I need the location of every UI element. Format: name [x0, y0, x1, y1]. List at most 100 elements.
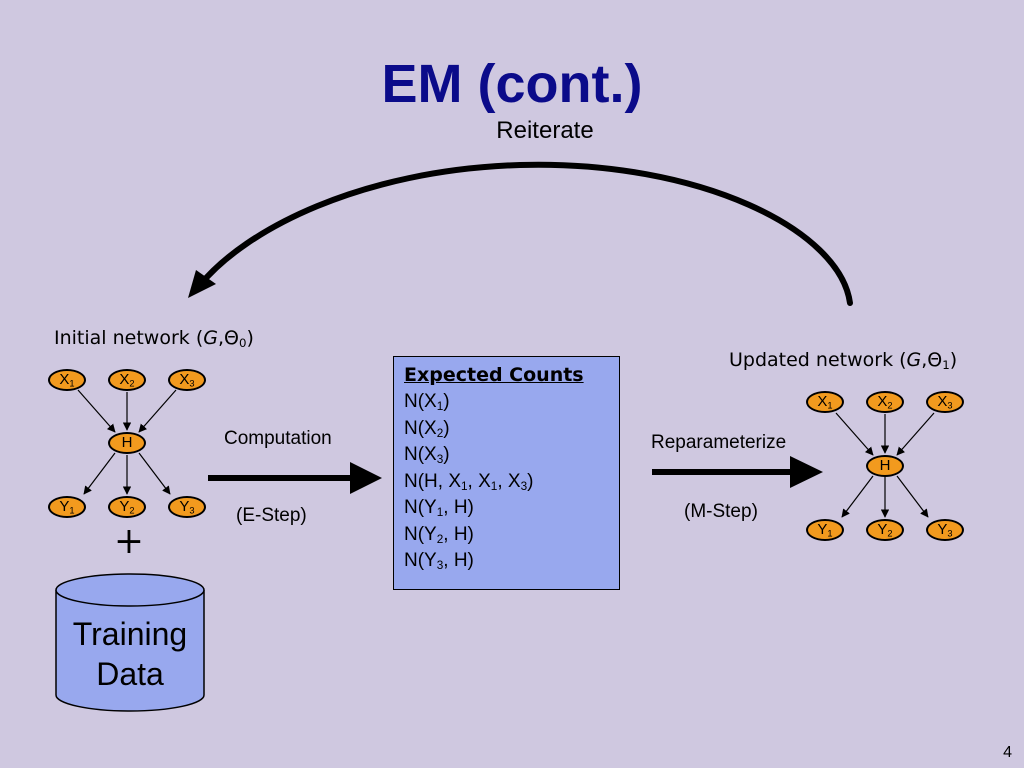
node-letter: Y	[119, 498, 130, 515]
updated-network-label-prefix: Updated network (	[729, 349, 907, 371]
node-letter: Y	[59, 498, 70, 515]
node-subscript: 3	[189, 505, 195, 516]
node-subscript: 1	[69, 505, 75, 516]
training-data-line1: Training	[72, 616, 188, 652]
plus-sign: +	[113, 521, 145, 562]
updated-network-param-sub: 1	[942, 357, 950, 372]
node-letter: X	[179, 371, 190, 388]
initial-node-x3: X3	[168, 369, 206, 391]
expected-counts-box: Expected Counts N(X1)N(X2)N(X3)N(H, X1, …	[393, 356, 620, 590]
node-subscript: 2	[887, 400, 893, 411]
updated-network-edges	[835, 412, 935, 518]
expected-count-subscript: 1	[461, 479, 468, 493]
node-letter: Y	[877, 521, 888, 538]
node-letter: X	[937, 393, 948, 410]
updated-node-y2: Y2	[866, 519, 904, 541]
node-subscript: 3	[947, 528, 953, 539]
expected-count-text: )	[443, 391, 450, 412]
expected-count-text: , X	[467, 470, 491, 492]
expected-count-text: N(X	[404, 417, 437, 439]
training-data-label: Training Data	[56, 614, 204, 694]
expected-count-text: )	[443, 417, 450, 439]
initial-node-h: H	[108, 432, 146, 454]
expected-count-text: N(H, X	[404, 470, 461, 492]
node-subscript: 3	[189, 378, 195, 389]
initial-network-param-symbol: ,Θ	[217, 327, 239, 349]
expected-count-subscript: 1	[436, 399, 444, 413]
expected-count-text: , H)	[443, 550, 474, 571]
initial-node-y2: Y2	[108, 496, 146, 518]
expected-count-text: N(Y	[404, 497, 437, 518]
e-step-label: (E-Step)	[236, 505, 307, 526]
expected-count-subscript: 3	[436, 558, 444, 572]
initial-node-y1: Y1	[48, 496, 86, 518]
node-letter: X	[817, 393, 828, 410]
expected-count-item: N(H, X1, X1, X3)	[404, 469, 611, 496]
expected-count-text: N(Y	[404, 523, 437, 545]
node-letter: H	[121, 434, 133, 451]
expected-count-text: )	[527, 470, 534, 492]
reiterate-arc	[197, 161, 853, 306]
expected-counts-heading: Expected Counts	[404, 364, 584, 386]
training-data-line2: Data	[96, 656, 164, 692]
node-letter: X	[59, 371, 70, 388]
node-letter: Y	[937, 521, 948, 538]
slide-title: EM (cont.)	[381, 54, 643, 114]
page-number: 4	[1003, 744, 1012, 761]
node-subscript: 2	[129, 378, 135, 389]
reparameterize-label: Reparameterize	[651, 432, 787, 453]
node-subscript: 1	[827, 528, 833, 539]
updated-node-y1: Y1	[806, 519, 844, 541]
expected-count-text: , H)	[443, 523, 474, 545]
updated-network-label: Updated network (G,Θ1)	[729, 348, 957, 372]
expected-count-text: N(Y	[404, 550, 437, 571]
computation-label: Computation	[224, 428, 332, 449]
updated-network-label-suffix: )	[949, 349, 958, 371]
expected-count-item: N(Y3, H)	[404, 548, 611, 575]
updated-network-graph-symbol: G	[906, 349, 922, 371]
computation-arrow	[208, 462, 382, 494]
reparameterize-arrow	[652, 456, 823, 488]
node-letter: Y	[817, 521, 828, 538]
expected-counts-list: N(X1)N(X2)N(X3)N(H, X1, X1, X3)N(Y1, H)N…	[404, 389, 611, 575]
initial-network-label: Initial network (G,Θ0)	[54, 326, 254, 350]
reiterate-label: Reiterate	[496, 117, 594, 144]
node-subscript: 1	[69, 378, 75, 389]
node-subscript: 2	[129, 505, 135, 516]
node-letter: X	[119, 371, 130, 388]
expected-count-subscript: 2	[436, 532, 444, 546]
expected-count-subscript: 1	[490, 479, 498, 493]
initial-network-label-suffix: )	[246, 327, 254, 349]
expected-count-item: N(Y2, H)	[404, 522, 611, 549]
updated-node-x1: X1	[806, 391, 844, 413]
initial-network-graph-symbol: G	[203, 327, 218, 349]
expected-count-subscript: 3	[436, 452, 444, 466]
expected-count-item: N(X1)	[404, 389, 611, 416]
expected-count-subscript: 2	[436, 426, 444, 440]
updated-node-h: H	[866, 455, 904, 477]
initial-network-label-prefix: Initial network (	[54, 327, 204, 349]
expected-count-text: , H)	[443, 497, 474, 518]
expected-count-subscript: 1	[436, 505, 444, 519]
training-data-cylinder	[55, 573, 205, 712]
initial-node-x1: X1	[48, 369, 86, 391]
updated-node-y3: Y3	[926, 519, 964, 541]
node-letter: Y	[179, 498, 190, 515]
node-letter: X	[877, 393, 888, 410]
expected-count-text: )	[443, 444, 450, 465]
updated-node-x3: X3	[926, 391, 964, 413]
initial-network-edges	[77, 389, 177, 495]
node-subscript: 2	[887, 528, 893, 539]
updated-network-param-symbol: ,Θ	[921, 349, 943, 371]
reiterate-arrowhead	[188, 270, 216, 298]
expected-count-item: N(Y1, H)	[404, 495, 611, 522]
updated-node-x2: X2	[866, 391, 904, 413]
expected-count-text: N(X	[404, 444, 437, 465]
expected-count-item: N(X3)	[404, 442, 611, 469]
node-subscript: 3	[947, 400, 953, 411]
expected-count-item: N(X2)	[404, 416, 611, 443]
node-letter: H	[879, 457, 891, 474]
expected-count-subscript: 3	[520, 479, 528, 493]
